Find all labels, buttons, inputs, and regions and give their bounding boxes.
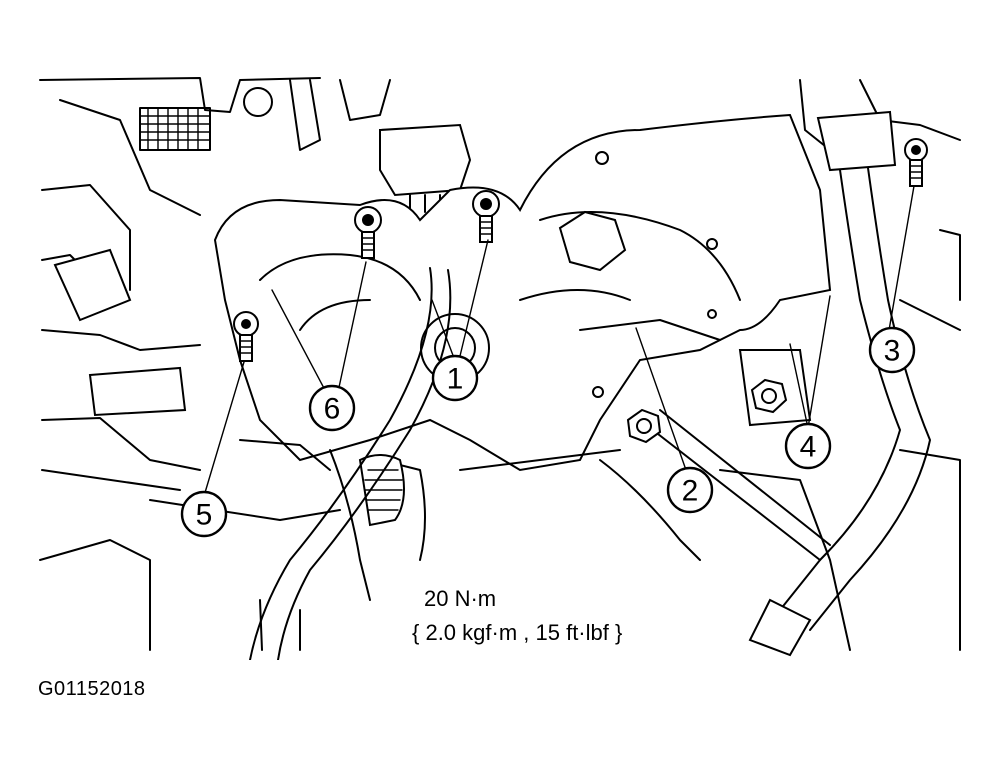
nut-2 <box>626 408 662 444</box>
leader-lines <box>203 185 915 497</box>
callout-6: 6 <box>308 384 356 432</box>
bolt-3 <box>904 138 928 187</box>
exhaust-manifold <box>213 113 832 472</box>
figure-code: G01152018 <box>38 678 146 700</box>
nut-4 <box>750 378 788 414</box>
manifold-bolts <box>233 138 928 444</box>
torque-spec-metric: 20 N·m <box>424 586 496 611</box>
callout-2: 2 <box>666 466 714 514</box>
callout-5-label: 5 <box>196 499 213 532</box>
bolt-5 <box>233 311 259 362</box>
callout-3-label: 3 <box>884 335 901 368</box>
callout-3: 3 <box>868 326 916 374</box>
bolt-6-top <box>354 206 382 259</box>
callout-1-label: 1 <box>447 363 464 396</box>
callout-4-label: 4 <box>800 431 817 464</box>
torque-spec-imperial: { 2.0 kgf·m , 15 ft·lbf } <box>412 620 622 645</box>
bolt-1-top <box>472 190 500 243</box>
callout-1: 1 <box>431 354 479 402</box>
callout-6-label: 6 <box>324 393 341 426</box>
engine-background-lines <box>39 77 961 651</box>
callout-4: 4 <box>784 422 832 470</box>
callout-5: 5 <box>180 490 228 538</box>
exhaust-manifold-diagram: 1 2 3 4 5 6 20 N·m { 2.0 kgf·m , 15 ft·l… <box>39 77 961 660</box>
callout-2-label: 2 <box>682 475 699 508</box>
torque-spec-background <box>400 578 700 656</box>
